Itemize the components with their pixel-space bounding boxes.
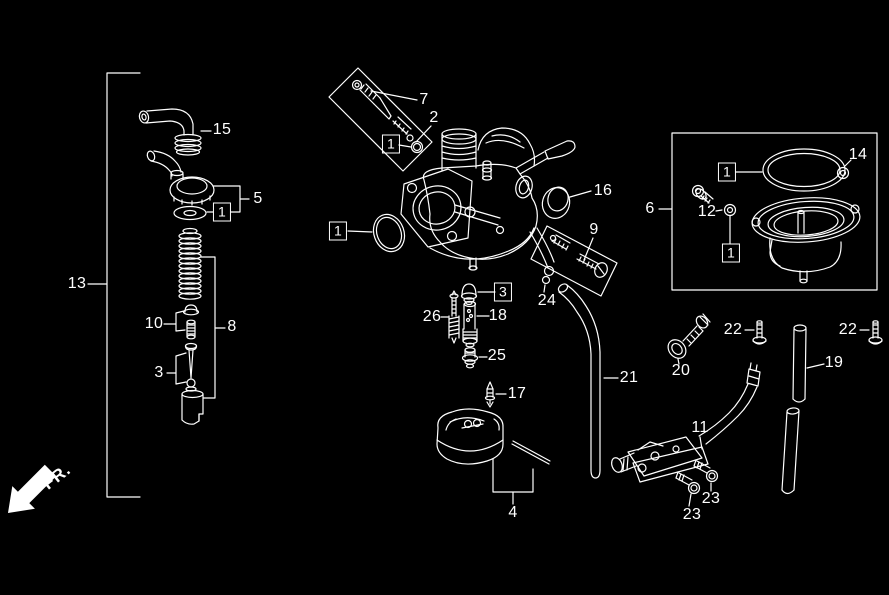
part-23-bolt-lower	[675, 471, 701, 507]
callout-17: 17	[507, 385, 527, 402]
callout-19: 19	[824, 354, 844, 371]
part-3-jet-needle-set	[166, 342, 198, 392]
callout-23-lower: 23	[682, 506, 702, 523]
callout-25: 25	[487, 347, 507, 364]
part-18-needle-jet-holder	[462, 300, 490, 348]
part-10-valve-seat-set	[163, 304, 200, 340]
fr-direction-arrow	[8, 464, 57, 513]
group-6-float-chamber-box	[658, 132, 878, 291]
part-11-auto-bystarter	[611, 362, 761, 483]
callout-22-left: 22	[723, 321, 743, 338]
part-19-vent-tube	[781, 324, 825, 495]
part-25-main-jet	[461, 347, 488, 369]
part-26-air-screw	[440, 290, 460, 344]
part-22-screw-right	[859, 320, 883, 345]
callout-12: 12	[697, 203, 717, 220]
part-20-screw-washer	[667, 313, 711, 365]
callout-5: 5	[253, 190, 263, 207]
callout-13: 13	[67, 275, 87, 292]
part-8-slide-cylinder	[181, 389, 204, 425]
group-bracket-13	[87, 72, 141, 498]
callout-2: 2	[429, 109, 439, 126]
part-5-top-cap-assembly	[146, 150, 250, 221]
part-22-screw-left	[744, 320, 767, 345]
callout-4: 4	[508, 504, 518, 521]
callout-18: 18	[488, 307, 508, 324]
callout-15: 15	[212, 121, 232, 138]
callout-24: 24	[537, 292, 557, 309]
part-9-jet-set-box	[530, 225, 618, 297]
part-16-cap	[541, 186, 592, 219]
callout-8: 8	[227, 318, 237, 335]
callout-10: 10	[144, 315, 164, 332]
part-8-spring-set	[178, 227, 226, 399]
callout-3-left: 3	[154, 364, 164, 381]
part-1-body-o-ring	[347, 213, 406, 253]
part-4-float-set	[436, 408, 551, 505]
callout-23-upper: 23	[701, 490, 721, 507]
carburetor-body	[400, 127, 576, 271]
part-23-bolt-upper	[693, 459, 719, 492]
callout-7: 7	[419, 91, 429, 108]
callout-14: 14	[848, 146, 868, 163]
part-24-clip	[541, 265, 555, 293]
callout-21: 21	[619, 369, 639, 386]
callout-11: 11	[691, 419, 709, 436]
callout-20: 20	[671, 362, 691, 379]
callout-1-washer: 1	[212, 202, 232, 222]
callout-1-body-oring: 1	[328, 221, 348, 241]
callout-22-right: 22	[838, 321, 858, 338]
part-7-needle-valve-box	[328, 67, 433, 172]
part-21-drain-tube	[557, 283, 619, 479]
part-17-float-valve	[484, 381, 507, 408]
callout-16: 16	[593, 182, 613, 199]
callout-6: 6	[645, 200, 655, 217]
callout-1-top-box: 1	[381, 134, 401, 154]
callout-26: 26	[422, 308, 442, 325]
callout-3-box: 3	[493, 282, 513, 302]
callout-9: 9	[589, 221, 599, 238]
callout-1-oring-box: 1	[721, 243, 741, 263]
callout-1-gasket-box: 1	[717, 162, 737, 182]
part-15-elbow-tube	[138, 108, 212, 156]
